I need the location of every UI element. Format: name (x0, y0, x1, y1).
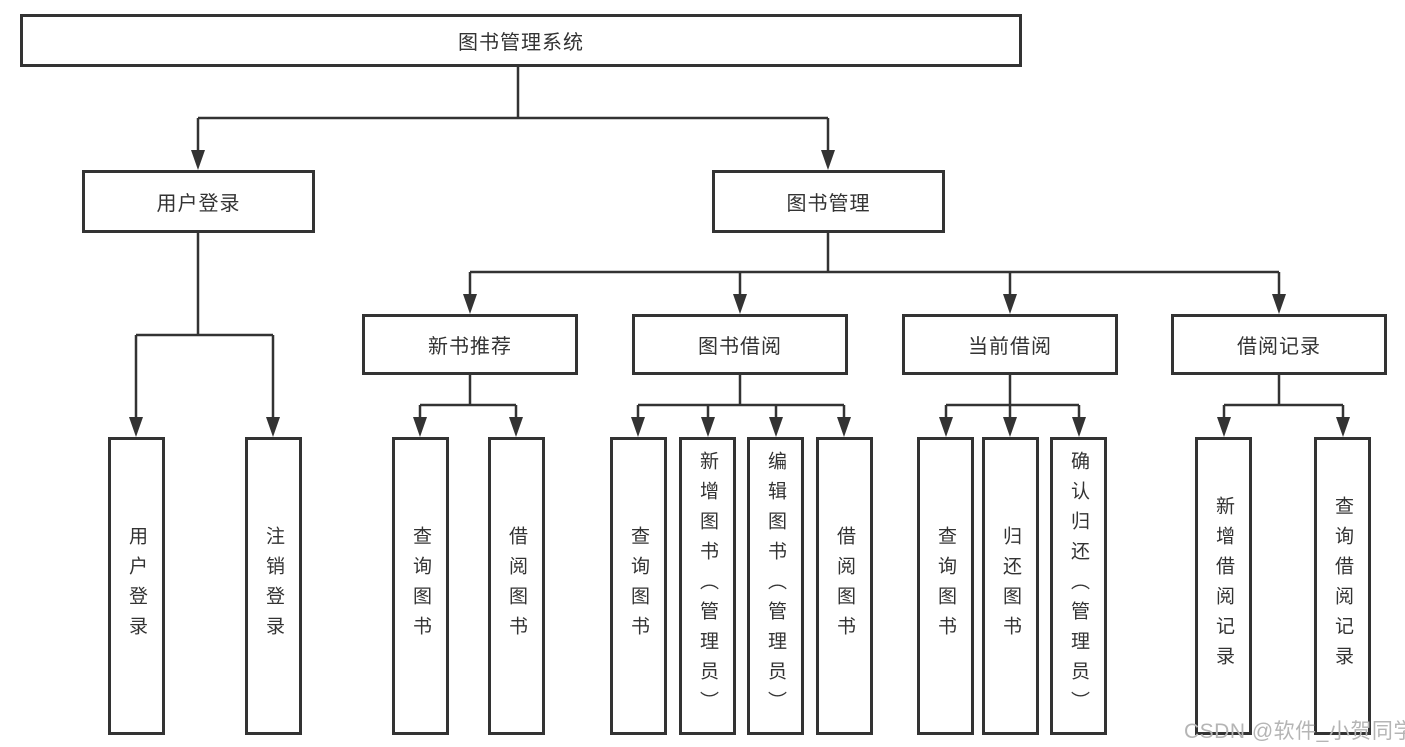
node-book-borrow: 图书借阅 (632, 314, 848, 375)
connector-root-to-level2 (196, 67, 830, 152)
arrowhead-icon (1272, 294, 1286, 314)
leaf-add-book-admin: 新增图书（管理员） (679, 437, 736, 735)
leaf-edit-book-admin: 编辑图书（管理员） (747, 437, 804, 735)
connector-borrow-record-split (1222, 375, 1345, 419)
arrowhead-icon (266, 417, 280, 437)
connector-book-management-split (468, 233, 1281, 296)
leaf-logout: 注销登录 (245, 437, 302, 735)
node-new-book-recommend: 新书推荐 (362, 314, 578, 375)
arrowhead-icon (191, 150, 205, 170)
leaf-add-borrow-record: 新增借阅记录 (1195, 437, 1252, 735)
leaf-query-book-current: 查询图书 (917, 437, 974, 735)
arrowhead-icon (509, 417, 523, 437)
arrowhead-icon (1072, 417, 1086, 437)
leaf-borrow-book: 借阅图书 (816, 437, 873, 735)
arrowhead-icon (129, 417, 143, 437)
leaf-query-borrow-record: 查询借阅记录 (1314, 437, 1371, 735)
arrowhead-icon (821, 150, 835, 170)
arrowhead-icon (837, 417, 851, 437)
node-current-borrow: 当前借阅 (902, 314, 1118, 375)
leaf-return-book: 归还图书 (982, 437, 1039, 735)
connector-new-book-split (418, 375, 518, 419)
node-borrow-record: 借阅记录 (1171, 314, 1387, 375)
arrowhead-icon (701, 417, 715, 437)
arrowhead-icon (1217, 417, 1231, 437)
connector-user-login-split (134, 233, 275, 419)
leaf-confirm-return-admin: 确认归还（管理员） (1050, 437, 1107, 735)
connector-current-borrow-split (944, 375, 1081, 419)
arrowhead-icon (733, 294, 747, 314)
arrowhead-icon (1003, 417, 1017, 437)
node-user-login: 用户登录 (82, 170, 315, 233)
arrowhead-icon (939, 417, 953, 437)
csdn-watermark: CSDN @软件_小贺同学 (1184, 720, 1405, 743)
arrowhead-icon (631, 417, 645, 437)
leaf-query-book-borrow: 查询图书 (610, 437, 667, 735)
arrowhead-icon (413, 417, 427, 437)
leaf-borrow-book-recommend: 借阅图书 (488, 437, 545, 735)
arrowhead-icon (1003, 294, 1017, 314)
node-book-management: 图书管理 (712, 170, 945, 233)
node-root-library-system: 图书管理系统 (20, 14, 1022, 67)
arrowhead-icon (463, 294, 477, 314)
leaf-user-login: 用户登录 (108, 437, 165, 735)
connector-book-borrow-split (636, 375, 846, 419)
leaf-query-book-recommend: 查询图书 (392, 437, 449, 735)
arrowhead-icon (1336, 417, 1350, 437)
arrowhead-icon (769, 417, 783, 437)
